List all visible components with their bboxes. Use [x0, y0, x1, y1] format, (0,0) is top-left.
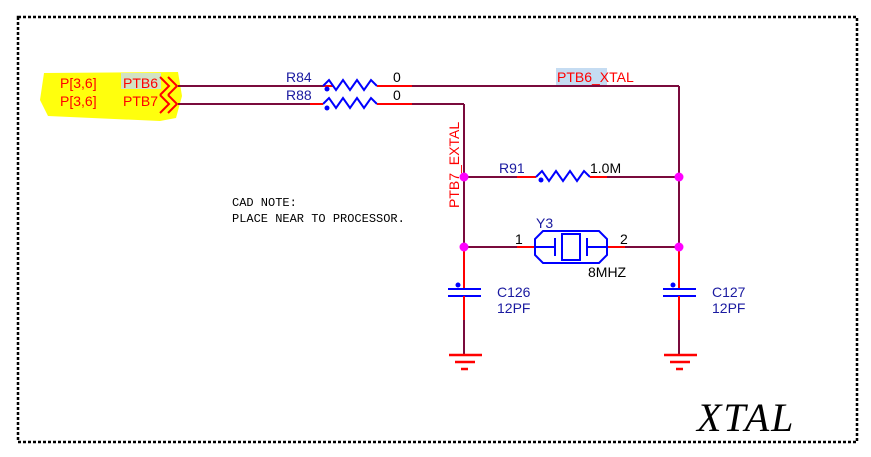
junction-dot — [459, 242, 469, 252]
net-label-ptb6-part: PTB6 — [557, 69, 592, 85]
crystal-y3[interactable] — [517, 230, 625, 264]
port-arrow-ptb6[interactable] — [159, 76, 179, 96]
r88-value: 0 — [393, 87, 401, 103]
y3-pin1: 1 — [515, 231, 523, 247]
y3-ref: Y3 — [536, 215, 553, 231]
capacitor-c127[interactable] — [663, 247, 696, 354]
junction-dot — [674, 242, 684, 252]
c126-ref: C126 — [497, 284, 531, 300]
port-arrow-ptb7[interactable] — [159, 94, 179, 114]
junction-dot — [459, 172, 469, 182]
c127-value: 12PF — [712, 300, 745, 316]
r84-value: 0 — [393, 69, 401, 85]
resistor-r88[interactable] — [310, 96, 412, 111]
c127-ref: C127 — [712, 284, 746, 300]
r84-ref: R84 — [286, 69, 312, 85]
sheet-border — [16, 15, 859, 444]
port-page-ref-ptb6: P[3,6] — [60, 75, 97, 91]
cad-note-line-1: CAD NOTE: — [232, 196, 297, 210]
ground-icon — [449, 353, 482, 371]
cad-note-line-2: PLACE NEAR TO PROCESSOR. — [232, 212, 405, 226]
resistor-r91[interactable] — [517, 169, 607, 183]
r91-value: 1.0M — [590, 160, 621, 176]
port-page-ref-ptb7: P[3,6] — [60, 93, 97, 109]
net-label-ptb6-xtal[interactable]: PTB6_XTAL — [557, 69, 634, 85]
selection-highlight — [121, 73, 161, 89]
sheet-title: XTAL — [695, 395, 795, 440]
net-label-xtal-part: _XTAL — [591, 69, 634, 85]
y3-pin2: 2 — [620, 231, 628, 247]
junction-dot — [674, 172, 684, 182]
capacitor-c126[interactable] — [448, 247, 481, 354]
port-net-ptb6[interactable]: PTB6 — [123, 75, 158, 91]
r88-ref: R88 — [286, 87, 312, 103]
y3-value: 8MHZ — [588, 264, 627, 280]
net-ptb7-extal-wire[interactable] — [178, 103, 465, 290]
ground-icon — [664, 353, 697, 371]
r91-ref: R91 — [499, 160, 525, 176]
c126-value: 12PF — [497, 300, 530, 316]
port-net-ptb7[interactable]: PTB7 — [123, 93, 158, 109]
resistor-r84[interactable] — [322, 78, 412, 92]
selection-highlight-net — [556, 68, 607, 85]
net-label-ptb7-extal[interactable]: PTB7_EXTAL — [446, 122, 462, 208]
